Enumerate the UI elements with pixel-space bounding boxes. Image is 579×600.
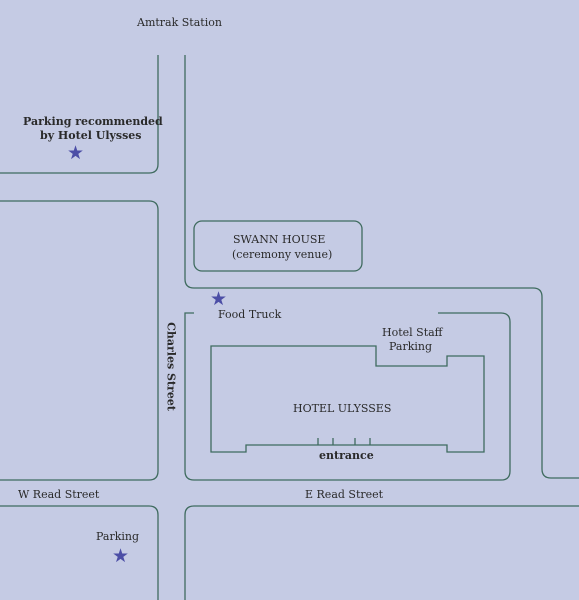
ceremony-venue-label: (ceremony venue) [232, 248, 333, 261]
block-hotel [184, 312, 511, 481]
parking-label: Parking [96, 530, 140, 543]
swann-house-label: SWANN HOUSE [233, 233, 326, 246]
block-top-right [184, 55, 579, 479]
parking-recommended-label-line2: by Hotel Ulysses [40, 129, 142, 142]
swann-house-outline [193, 220, 363, 272]
entrance-label: entrance [319, 449, 374, 462]
block-bottom-left [0, 505, 159, 600]
hotel-ulysses-label: HOTEL ULYSSES [293, 402, 392, 415]
hotel-building-outline [210, 345, 485, 453]
food-truck-label: Food Truck [218, 308, 282, 321]
hotel-staff-parking-label-line2: Parking [389, 340, 433, 353]
amtrak-station-label: Amtrak Station [137, 16, 222, 29]
star-icon: ★ [210, 288, 228, 310]
w-read-street-label: W Read Street [18, 488, 100, 501]
entrance-ticks [317, 438, 371, 445]
hotel-staff-parking-label-line1: Hotel Staff [382, 326, 443, 339]
block-top-left [0, 55, 159, 174]
parking-recommended-label-line1: Parking recommended [23, 115, 163, 128]
block-bottom-right [184, 505, 579, 600]
e-read-street-label: E Read Street [305, 488, 384, 501]
star-icon: ★ [67, 142, 85, 164]
charles-street-label: Charles Street [164, 322, 178, 411]
block-left [0, 200, 159, 481]
star-icon: ★ [112, 545, 130, 567]
